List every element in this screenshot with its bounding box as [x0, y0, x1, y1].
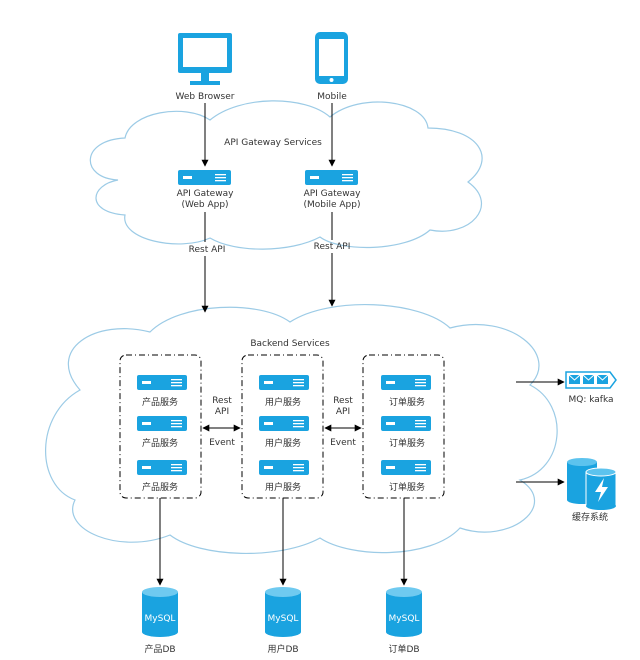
- order-service-label: 订单服务: [389, 481, 425, 493]
- product-service-server-icon: [137, 375, 187, 390]
- order-db-label: 订单DB: [388, 643, 419, 655]
- user-service-label: 用户服务: [265, 396, 301, 408]
- product-service-label: 产品服务: [142, 481, 178, 493]
- product-db-icon: [142, 587, 178, 637]
- order-service-server-icon: [381, 460, 431, 475]
- web-browser-label: Web Browser: [176, 92, 235, 102]
- order-service-server-icon: [381, 416, 431, 431]
- backend-cloud-title: Backend Services: [250, 339, 330, 349]
- product-service-server-icon: [137, 416, 187, 431]
- mq-label: MQ: kafka: [568, 395, 613, 405]
- order-service-label: 订单服务: [389, 437, 425, 449]
- order-db-icon: [386, 587, 422, 637]
- product-db-engine-label: MySQL: [145, 614, 176, 624]
- conn2-rest-label: Rest: [333, 396, 353, 406]
- gateway-web-line2: (Web App): [181, 200, 228, 210]
- message-queue-icon: [565, 371, 617, 389]
- gateway-mobile-server-icon: [305, 170, 358, 185]
- user-service-label: 用户服务: [265, 481, 301, 493]
- order-db-engine-label: MySQL: [389, 614, 420, 624]
- user-db-icon: [265, 587, 301, 637]
- product-service-label: 产品服务: [142, 396, 178, 408]
- conn1-rest-label: Rest: [212, 396, 232, 406]
- gateway-cloud: [89, 100, 483, 250]
- rest-api-label-left: Rest API: [189, 245, 226, 255]
- product-db-label: 产品DB: [144, 643, 175, 655]
- product-service-server-icon: [137, 460, 187, 475]
- conn1-api-label: API: [215, 407, 229, 417]
- conn2-event-label: Event: [330, 438, 356, 448]
- gateway-web-line1: API Gateway: [177, 189, 235, 199]
- user-service-label: 用户服务: [265, 437, 301, 449]
- rest-api-label-right: Rest API: [314, 242, 351, 252]
- user-service-server-icon: [259, 375, 309, 390]
- gateway-web-server-icon: [178, 170, 231, 185]
- user-db-label: 用户DB: [267, 643, 298, 655]
- gateway-mobile-line1: API Gateway: [304, 189, 362, 199]
- product-service-label: 产品服务: [142, 437, 178, 449]
- cache-database-icon: [567, 458, 617, 510]
- order-service-server-icon: [381, 375, 431, 390]
- user-db-engine-label: MySQL: [268, 614, 299, 624]
- user-service-server-icon: [259, 416, 309, 431]
- monitor-icon: [178, 33, 232, 85]
- order-service-label: 订单服务: [389, 396, 425, 408]
- cache-label: 缓存系统: [572, 511, 608, 523]
- gateway-mobile-line2: (Mobile App): [304, 200, 361, 210]
- conn1-event-label: Event: [209, 438, 235, 448]
- conn2-api-label: API: [336, 407, 350, 417]
- gateway-cloud-title: API Gateway Services: [224, 138, 322, 148]
- mobile-label: Mobile: [317, 92, 347, 102]
- user-service-server-icon: [259, 460, 309, 475]
- mobile-phone-icon: [315, 32, 348, 84]
